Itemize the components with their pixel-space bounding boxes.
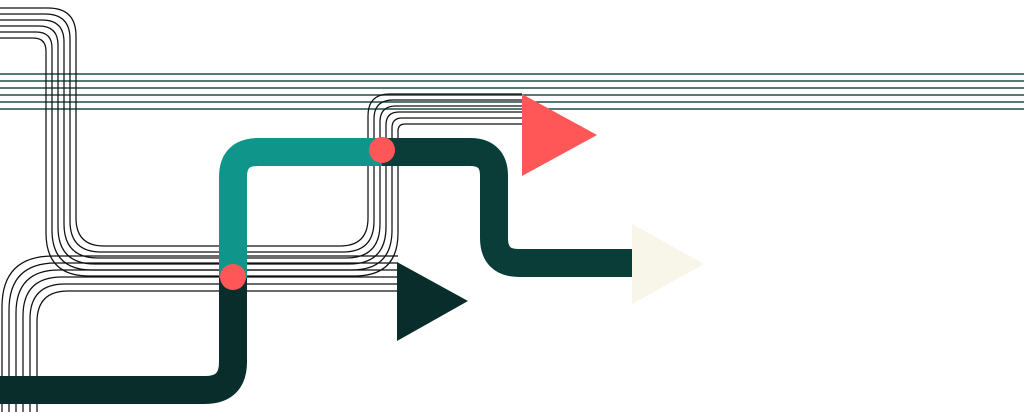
dark-triangle-play-icon: [397, 262, 468, 341]
dark-green-route-lower: [0, 278, 247, 404]
teal-route: [219, 138, 382, 278]
coral-triangle-play-icon: [522, 94, 597, 176]
coral-node-top: [369, 137, 395, 163]
thin-black-lower-route: [1, 255, 398, 412]
horizontal-line-band: [0, 73, 1024, 110]
cream-triangle-play-icon: [632, 224, 704, 304]
coral-node-bottom: [220, 264, 246, 290]
dark-green-route-upper: [382, 138, 632, 277]
